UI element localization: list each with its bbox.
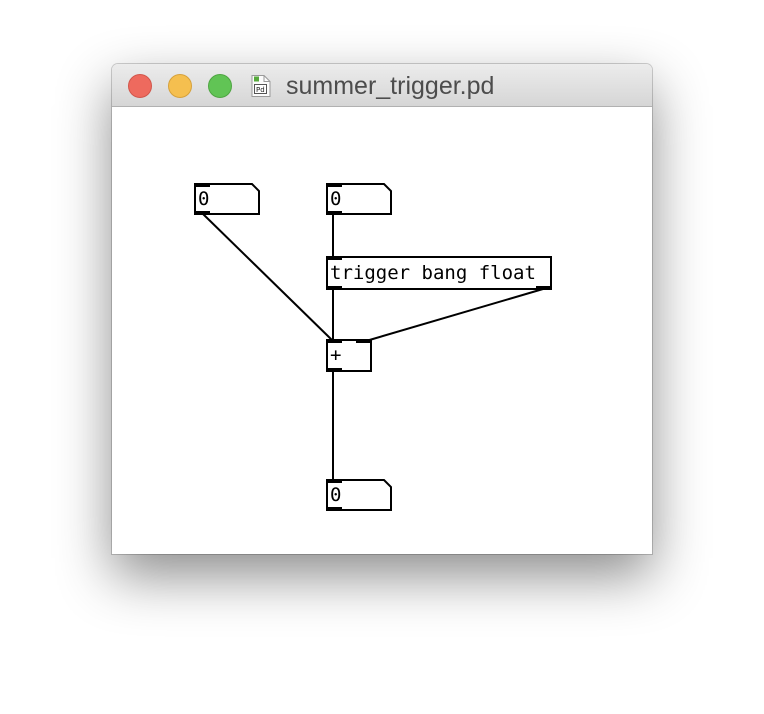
number-box-top-value: 0 [330, 188, 342, 210]
trigger-object[interactable]: trigger bang float [326, 256, 552, 290]
patch-canvas[interactable]: 0 0 trigger bang float [112, 107, 652, 554]
number-box-output-value: 0 [330, 484, 342, 506]
close-button[interactable] [128, 74, 152, 98]
zoom-button[interactable] [208, 74, 232, 98]
connection-trigger-float-to-plus-right[interactable] [365, 288, 544, 342]
trigger-object-text: trigger bang float [330, 262, 536, 284]
pd-file-icon: Pd [251, 75, 271, 97]
title-bar[interactable]: Pd summer_trigger.pd [112, 64, 652, 107]
number-box-left[interactable]: 0 [194, 183, 260, 215]
number-box-left-value: 0 [198, 188, 210, 210]
pd-patch-window: Pd summer_trigger.pd 0 [112, 64, 652, 554]
window-title: summer_trigger.pd [286, 72, 495, 100]
minimize-button[interactable] [168, 74, 192, 98]
connection-left-number-to-plus-left[interactable] [202, 213, 334, 342]
patch-connections [202, 213, 544, 480]
pd-file-icon-label: Pd [256, 86, 265, 94]
plus-object-text: + [330, 344, 342, 366]
plus-object[interactable]: + [326, 339, 372, 372]
number-box-output[interactable]: 0 [326, 479, 392, 511]
number-box-top[interactable]: 0 [326, 183, 392, 215]
